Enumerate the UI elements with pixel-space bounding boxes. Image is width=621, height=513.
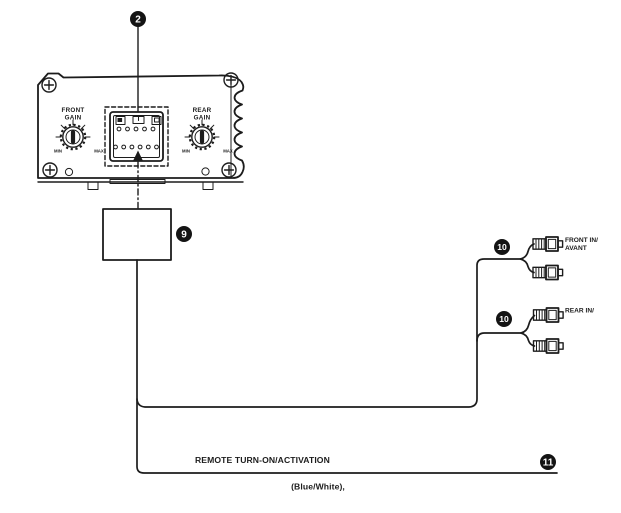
harness-plug-block: 9 <box>102 208 192 261</box>
front-rca-group: 10 FRONT IN/ AVANT <box>494 236 598 281</box>
callout-2-connector: 2 <box>130 11 146 113</box>
remote-wire-color-label: (Blue/White), <box>291 482 345 492</box>
callout-11-number: 11 <box>543 458 554 469</box>
indicator-hole <box>201 167 210 176</box>
rear-gain-min-label: MIN <box>182 149 190 154</box>
callout-9-badge <box>176 226 192 242</box>
connector-pins-row-top <box>116 126 156 132</box>
connector-tab-right-key <box>154 117 160 123</box>
rear-in-label: REAR IN/ <box>565 308 594 315</box>
rear-rca-branch-wire <box>476 332 522 342</box>
rca-plug-icon <box>532 236 564 252</box>
harness-wires <box>136 258 558 474</box>
rear-rca-lead-lower <box>520 332 536 347</box>
front-gain-max-label: MAX <box>94 149 104 154</box>
front-rca-lead-lower <box>519 258 535 274</box>
rca-plug-icon <box>532 338 564 354</box>
rear-gain-control: REAR GAIN MIN MAX <box>182 107 233 154</box>
amplifier-foot-left <box>87 181 99 190</box>
connector-pins-row-bottom <box>113 144 159 150</box>
remote-turn-on-wire <box>136 259 558 474</box>
rear-gain-knob-icon <box>183 118 221 151</box>
front-gain-label-line2: GAIN <box>65 115 82 122</box>
front-gain-label-line1: FRONT <box>62 107 85 114</box>
connector-pointer-triangle <box>133 150 143 161</box>
callout-10-front-number: 10 <box>497 242 507 252</box>
remote-turn-on-group: REMOTE TURN-ON/ACTIVATION (Blue/White), … <box>195 454 556 492</box>
front-gain-min-label: MIN <box>54 149 62 154</box>
callout-2-number: 2 <box>135 15 141 26</box>
amplifier-outline <box>37 72 245 179</box>
callout-2-badge <box>130 11 146 27</box>
callout-10-rear-badge <box>496 311 512 327</box>
connector-tab-left <box>115 116 126 125</box>
callout-10-front-badge <box>494 239 510 255</box>
callout-11-badge <box>540 454 556 470</box>
rca-trunk-wire <box>136 258 522 408</box>
screw-icon <box>42 162 58 178</box>
front-in-label: FRONT IN/ <box>565 237 598 244</box>
connector-body <box>109 111 164 162</box>
connector-tab-left-key <box>117 118 123 122</box>
connector-highlight-dashed-box <box>104 106 169 167</box>
input-connector-socket <box>104 106 169 167</box>
harness-plug-outline <box>102 208 172 261</box>
connector-tab-right <box>151 116 162 125</box>
rca-plug-icon <box>532 307 564 323</box>
callout-10-rear-number: 10 <box>499 314 509 324</box>
screw-icon <box>223 72 239 88</box>
rca-plug-icon <box>532 264 564 281</box>
remote-turn-on-label: REMOTE TURN-ON/ACTIVATION <box>195 455 330 465</box>
rear-gain-label-line2: GAIN <box>194 115 211 122</box>
rear-rca-group: 10 REAR IN/ <box>496 307 594 354</box>
rear-gain-max-label: MAX <box>223 149 233 154</box>
front-in-label-french: AVANT <box>565 245 587 252</box>
screw-icon <box>221 162 237 178</box>
amplifier-unit: FRONT GAIN MIN MAX REAR GAIN MIN MAX <box>37 72 245 190</box>
rear-rca-lead-upper <box>520 314 536 334</box>
indicator-hole <box>64 167 74 177</box>
amplifier-foot-right <box>202 181 214 190</box>
front-gain-knob-icon <box>54 118 92 151</box>
screw-icon <box>41 77 57 93</box>
rear-gain-label-line1: REAR <box>193 107 212 114</box>
front-rca-lead-upper <box>519 243 535 260</box>
front-gain-control: FRONT GAIN MIN MAX <box>54 107 104 154</box>
callout-9-number: 9 <box>181 230 187 241</box>
